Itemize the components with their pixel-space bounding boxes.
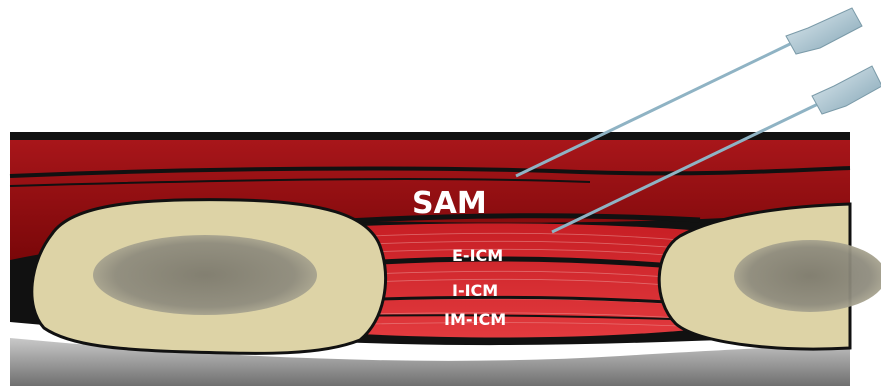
- label-i-icm: I-ICM: [452, 281, 498, 300]
- label-e-icm: E-ICM: [452, 246, 503, 265]
- rib-icon: [32, 200, 386, 354]
- label-sam: SAM: [412, 186, 487, 221]
- label-im-icm: IM-ICM: [444, 310, 506, 329]
